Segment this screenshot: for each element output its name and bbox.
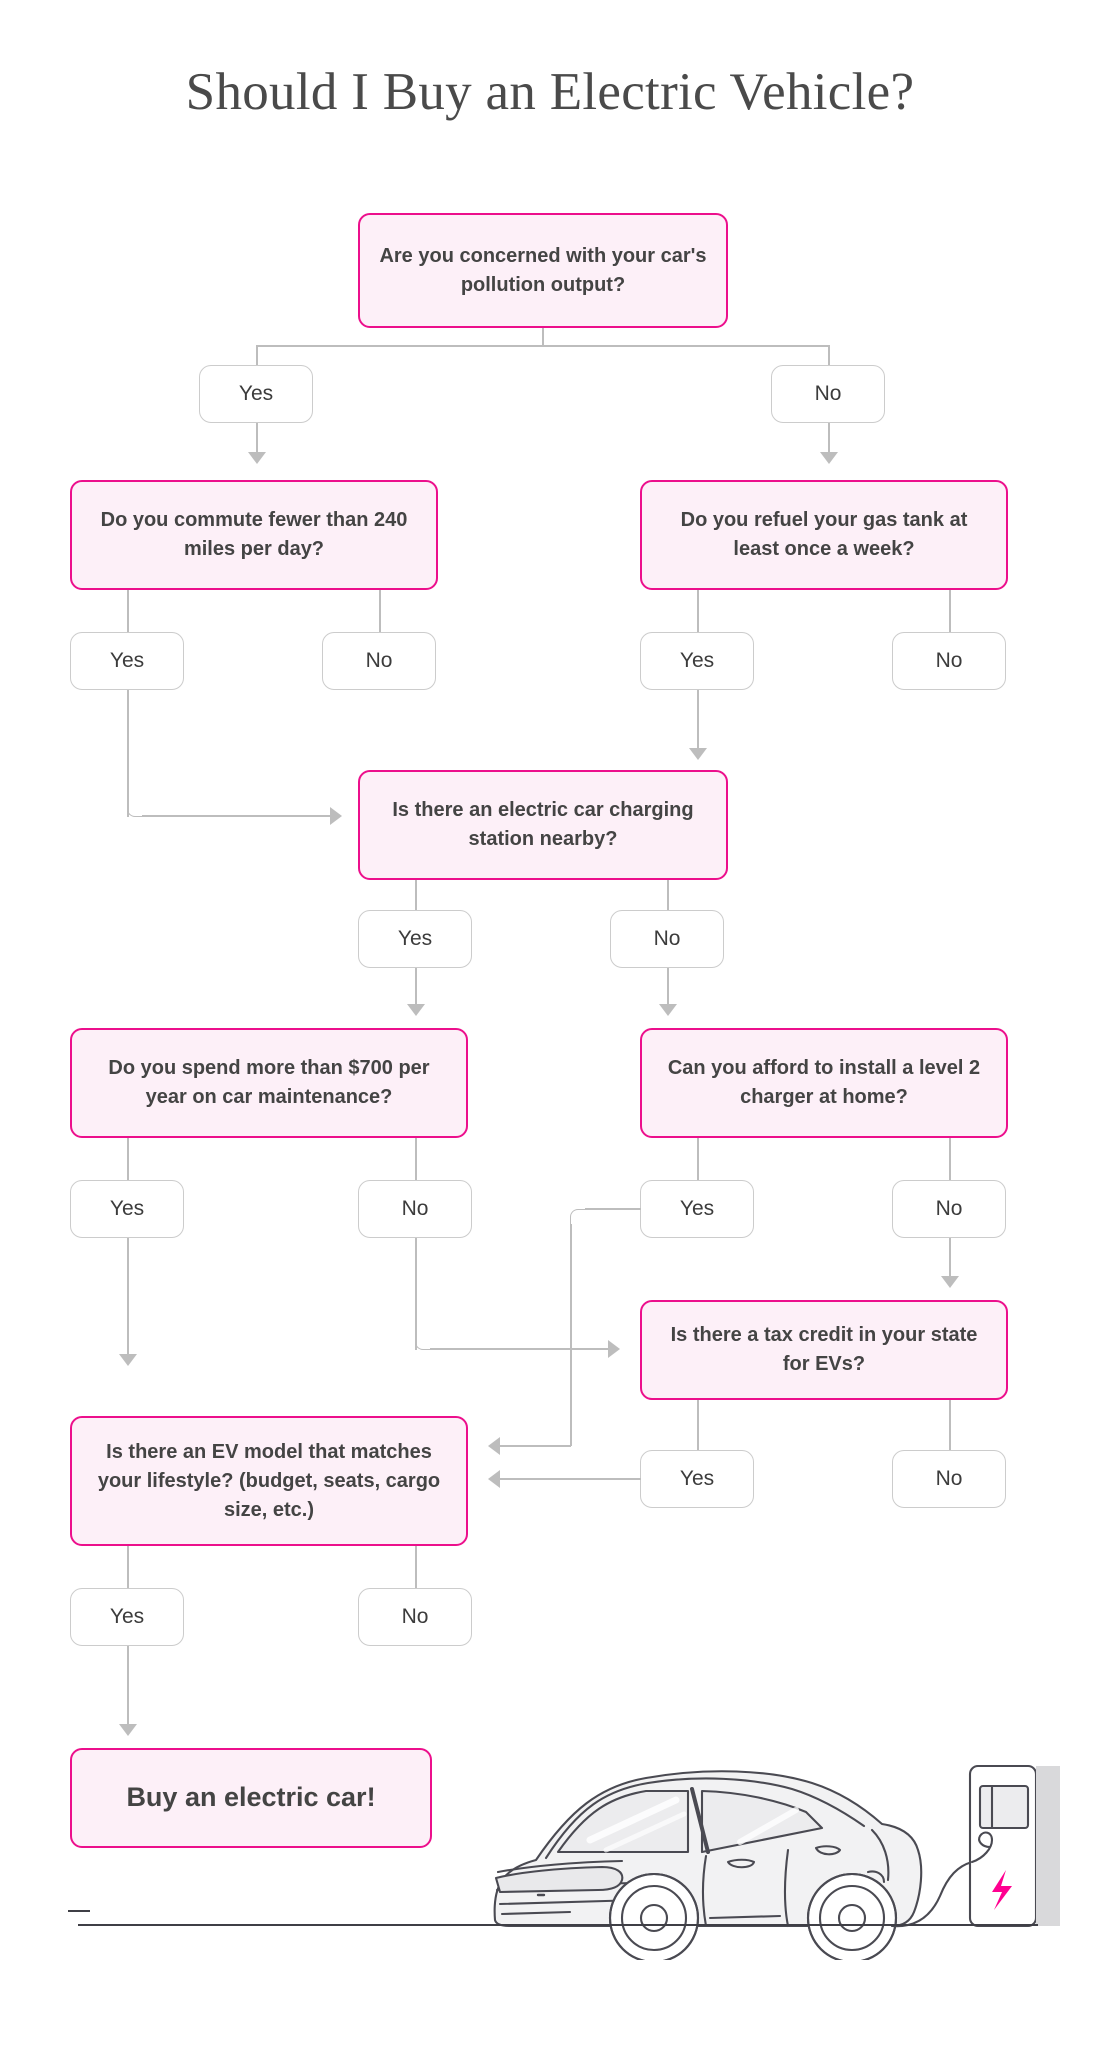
answer-node-level2-no: No bbox=[892, 1180, 1006, 1238]
answer-node-evmodel-yes: Yes bbox=[70, 1588, 184, 1646]
electric-car-charging-illustration bbox=[493, 1764, 1060, 1960]
connector-evmodelyes-down bbox=[127, 1646, 129, 1728]
corner-level2yes bbox=[570, 1209, 586, 1225]
connector-level2-yes-stem bbox=[697, 1138, 699, 1182]
answer-node-taxcredit-no: No bbox=[892, 1450, 1006, 1508]
page-title: Should I Buy an Electric Vehicle? bbox=[185, 63, 915, 121]
connector-refuel-no-stem bbox=[949, 590, 951, 634]
ground-line bbox=[78, 1924, 1038, 1927]
connector-commute-no-stem bbox=[379, 590, 381, 634]
answer-node-commute-yes: Yes bbox=[70, 632, 184, 690]
arrow-level2no-to-taxcredit bbox=[941, 1276, 959, 1288]
question-node-tax-credit: Is there a tax credit in your state for … bbox=[640, 1300, 1008, 1400]
connector-maintenance-no-stem bbox=[415, 1138, 417, 1182]
connector-charging-yes-stem bbox=[415, 880, 417, 922]
answer-node-maintenance-no: No bbox=[358, 1180, 472, 1238]
connector-commuteyes-right bbox=[142, 815, 332, 817]
question-node-level2-charger: Can you afford to install a level 2 char… bbox=[640, 1028, 1008, 1138]
connector-level2yes-left bbox=[585, 1208, 641, 1210]
connector-taxcredit-no-stem bbox=[949, 1400, 951, 1452]
answer-node-q1-yes: Yes bbox=[199, 365, 313, 423]
question-node-pollution: Are you concerned with your car's pollut… bbox=[358, 213, 728, 328]
connector-q1-stem bbox=[542, 328, 544, 346]
arrow-refuelyes-to-charging bbox=[689, 748, 707, 760]
corner-maintenanceno bbox=[415, 1334, 431, 1350]
connector-level2yes-to-evmodel bbox=[498, 1445, 571, 1447]
corner-commuteyes bbox=[127, 801, 143, 817]
arrow-maintenanceno-to-taxcredit bbox=[608, 1340, 620, 1358]
answer-node-maintenance-yes: Yes bbox=[70, 1180, 184, 1238]
answer-node-refuel-yes: Yes bbox=[640, 632, 754, 690]
answer-node-evmodel-no: No bbox=[358, 1588, 472, 1646]
connector-chargingyes-down bbox=[415, 968, 417, 1008]
answer-node-q1-no: No bbox=[771, 365, 885, 423]
arrow-level2yes-to-evmodel bbox=[488, 1437, 500, 1455]
connector-refuel-yes-stem bbox=[697, 590, 699, 634]
connector-evmodel-no-stem bbox=[415, 1546, 417, 1590]
connector-commuteyes-down bbox=[127, 690, 129, 817]
answer-node-taxcredit-yes: Yes bbox=[640, 1450, 754, 1508]
ground-line-stub bbox=[68, 1910, 90, 1913]
lightning-bolt-icon bbox=[992, 1870, 1012, 1910]
connector-commute-yes-stem bbox=[127, 590, 129, 634]
arrow-taxcredityes-to-evmodel bbox=[488, 1470, 500, 1488]
connector-taxcredityes-left bbox=[498, 1478, 641, 1480]
arrow-evmodelyes-to-result bbox=[119, 1724, 137, 1736]
connector-taxcredit-yes-stem bbox=[697, 1400, 699, 1452]
connector-q1no-to-refuel bbox=[828, 423, 830, 456]
connector-maintenanceno-down bbox=[415, 1238, 417, 1350]
connector-maintenanceno-right bbox=[430, 1348, 610, 1350]
question-node-refuel: Do you refuel your gas tank at least onc… bbox=[640, 480, 1008, 590]
connector-refuelyes-down bbox=[697, 690, 699, 752]
arrow-commuteyes-to-charging bbox=[330, 807, 342, 825]
arrow-chargingno-to-level2 bbox=[659, 1004, 677, 1016]
connector-maintenance-yes-stem bbox=[127, 1138, 129, 1182]
connector-level2yes-down bbox=[570, 1224, 572, 1446]
result-node-buy-electric-car: Buy an electric car! bbox=[70, 1748, 432, 1848]
connector-level2-no-stem bbox=[949, 1138, 951, 1182]
question-node-ev-model: Is there an EV model that matches your l… bbox=[70, 1416, 468, 1546]
arrow-chargingyes-to-maintenance bbox=[407, 1004, 425, 1016]
arrow-maintenanceyes-to-evmodel bbox=[119, 1354, 137, 1366]
connector-q1yes-to-commute bbox=[256, 423, 258, 456]
connector-charging-no-stem bbox=[667, 880, 669, 922]
question-node-maintenance-cost: Do you spend more than $700 per year on … bbox=[70, 1028, 468, 1138]
answer-node-commute-no: No bbox=[322, 632, 436, 690]
connector-level2no-down bbox=[949, 1238, 951, 1280]
answer-node-refuel-no: No bbox=[892, 632, 1006, 690]
answer-node-charging-yes: Yes bbox=[358, 910, 472, 968]
connector-evmodel-yes-stem bbox=[127, 1546, 129, 1590]
connector-q1-yes-drop bbox=[256, 345, 258, 367]
question-node-commute: Do you commute fewer than 240 miles per … bbox=[70, 480, 438, 590]
arrow-q1no-to-refuel bbox=[820, 452, 838, 464]
connector-chargingno-down bbox=[667, 968, 669, 1008]
answer-node-charging-no: No bbox=[610, 910, 724, 968]
connector-q1-split bbox=[256, 345, 828, 347]
connector-q1-no-drop bbox=[828, 345, 830, 367]
question-node-charging-station: Is there an electric car charging statio… bbox=[358, 770, 728, 880]
arrow-q1yes-to-commute bbox=[248, 452, 266, 464]
answer-node-level2-yes: Yes bbox=[640, 1180, 754, 1238]
connector-maintenanceyes-down bbox=[127, 1238, 129, 1358]
